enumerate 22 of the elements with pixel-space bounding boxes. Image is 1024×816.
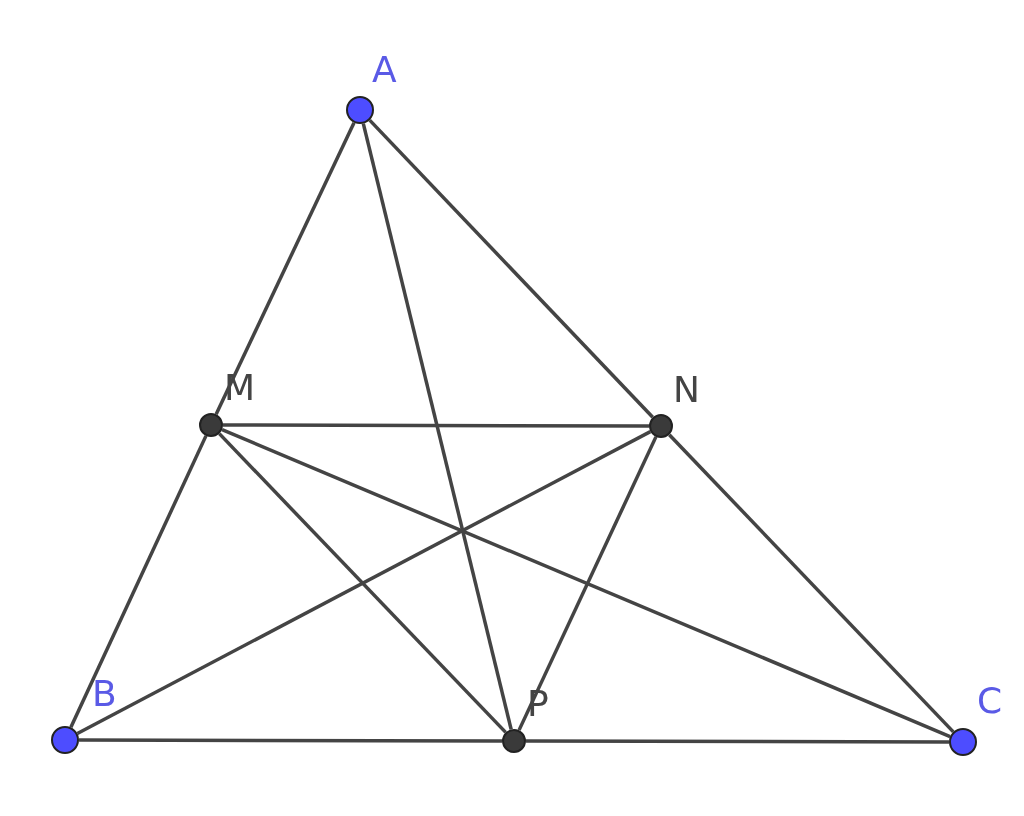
line-segment: [517, 436, 658, 731]
point-label: B: [92, 676, 117, 712]
point: [949, 728, 977, 756]
line-segment: [361, 123, 513, 730]
point-label: A: [372, 52, 397, 88]
line-segment: [69, 435, 208, 729]
point: [199, 413, 223, 437]
point: [346, 96, 374, 124]
point-label: N: [673, 372, 700, 408]
line-segment: [526, 739, 949, 744]
point: [649, 414, 673, 438]
point: [502, 729, 526, 753]
point: [51, 726, 79, 754]
line-segment: [214, 121, 356, 415]
line-segment: [668, 433, 955, 734]
line-segment: [223, 423, 649, 428]
line-segment: [221, 428, 951, 739]
line-segment: [79, 738, 502, 743]
line-segment: [368, 118, 654, 419]
point-label: C: [977, 683, 1003, 719]
line-segment: [76, 430, 652, 735]
line-segment: [218, 432, 507, 734]
